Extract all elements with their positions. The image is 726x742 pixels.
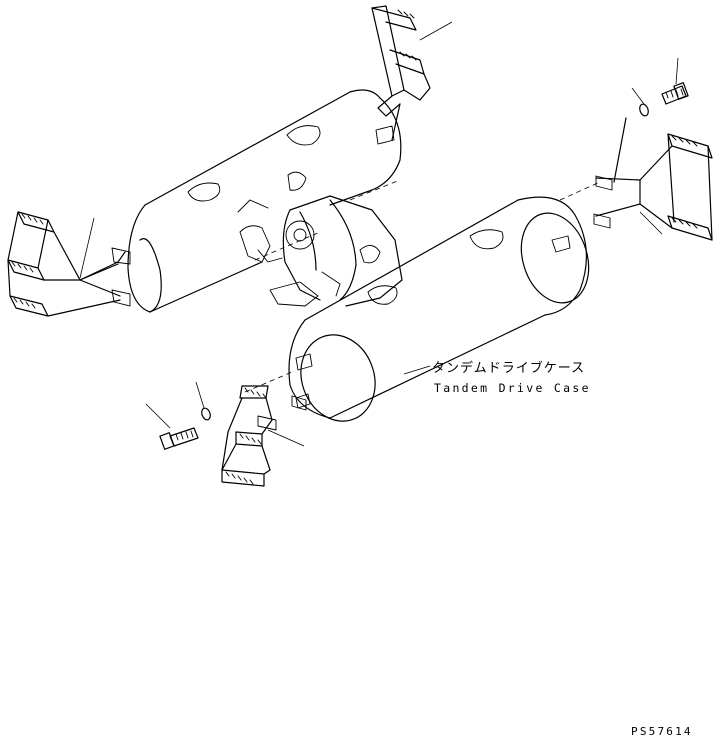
rear-tandem-case: [127, 89, 402, 313]
drive-case-callout-leader: [403, 365, 431, 375]
bolt-lower-left: [145, 403, 199, 450]
drawing-code: PS57614: [631, 725, 693, 738]
assembly-center-lines: [244, 179, 601, 393]
handrail-lower: [221, 385, 307, 487]
callout-label-en: Tandem Drive Case: [434, 381, 591, 395]
handrail-right: [593, 117, 713, 241]
bolt-upper-right: [661, 57, 689, 105]
handrail-upper: [371, 5, 453, 145]
washer-lower-left: [195, 381, 211, 421]
callout-label-jp: タンデムドライブケース: [432, 361, 586, 376]
handrail-left: [7, 211, 131, 317]
front-tandem-case: [288, 196, 590, 422]
center-transmission-housing: [237, 171, 403, 307]
washer-upper-right: [631, 87, 649, 117]
